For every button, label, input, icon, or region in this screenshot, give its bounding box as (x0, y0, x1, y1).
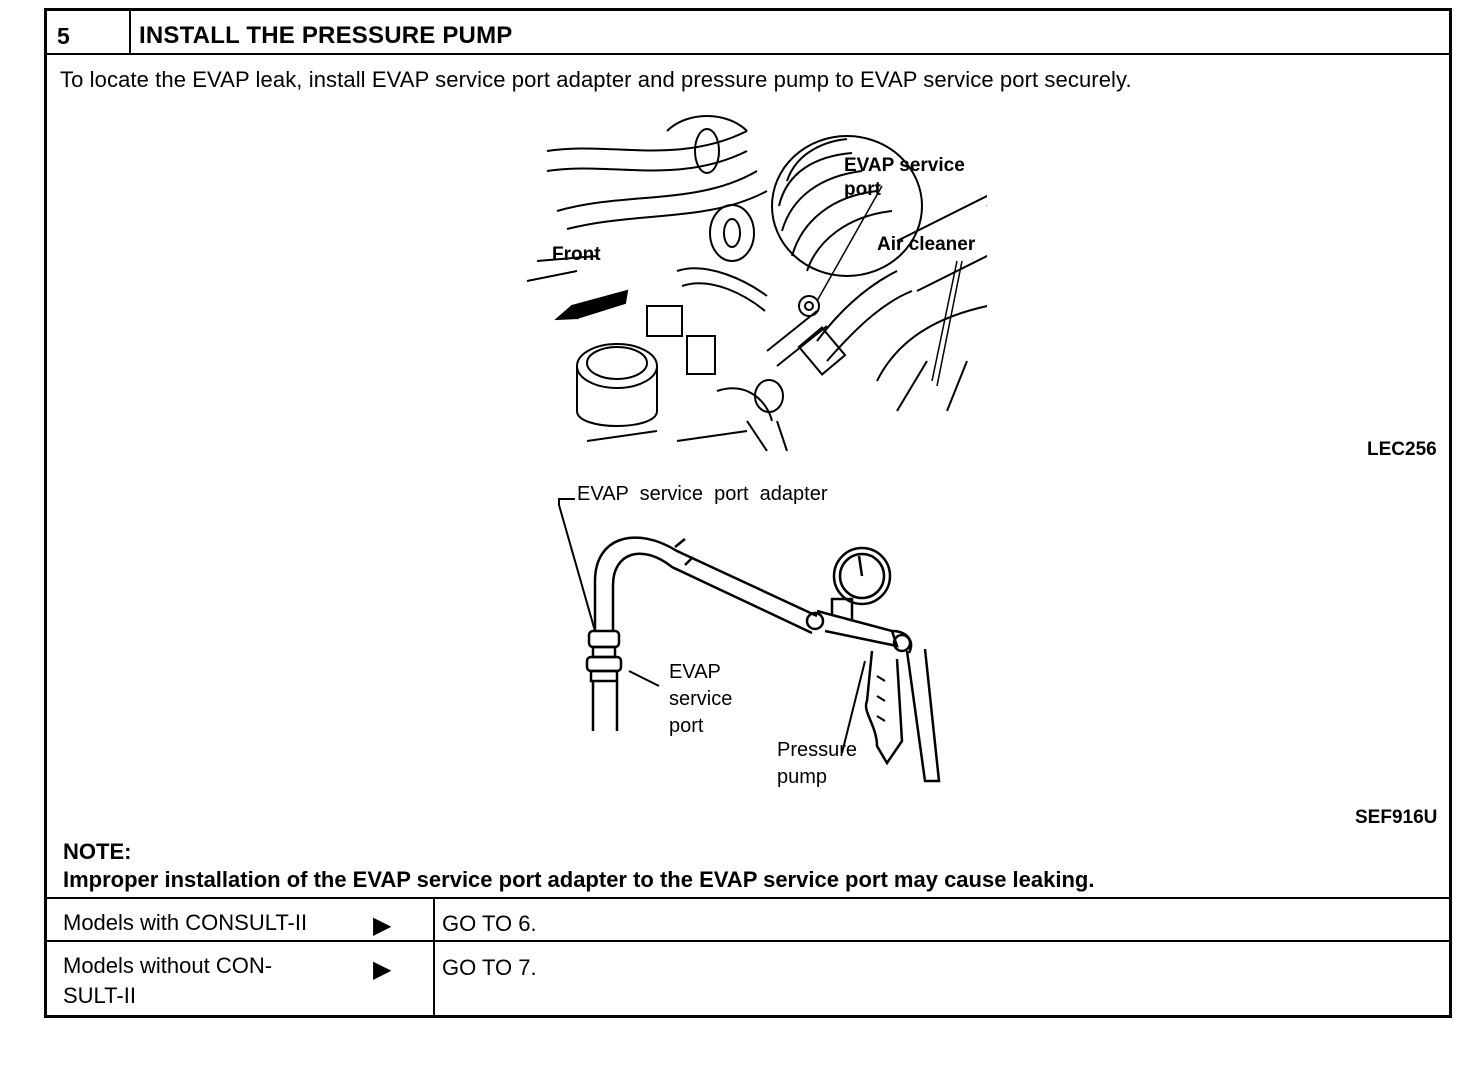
figure-code-sef916u: SEF916U (1355, 807, 1438, 828)
note-text: Improper installation of the EVAP servic… (63, 867, 1095, 892)
note-heading: NOTE: (63, 839, 132, 864)
label-adapter: EVAP service port adapter (577, 483, 828, 505)
action-go-to-6: GO TO 6. (442, 911, 537, 936)
label-pressure-pump: Pressure pump (777, 739, 858, 788)
label-service-port: EVAP service port (669, 661, 733, 737)
label-air-cleaner: Air cleaner (877, 234, 976, 255)
arrow-icon: ▶ (373, 956, 392, 983)
arrow-icon: ▶ (373, 912, 392, 939)
step-title: INSTALL THE PRESSURE PUMP (131, 11, 1449, 55)
pressure-pump-illustration (558, 498, 941, 783)
instruction-text: To locate the EVAP leak, install EVAP se… (60, 67, 1132, 92)
condition-consult-ii: Models with CONSULT-II (63, 910, 308, 935)
row-divider (47, 940, 1449, 942)
column-divider (433, 897, 435, 1015)
figure-code-lec256: LEC256 (1367, 439, 1437, 460)
step-number: 5 (47, 11, 131, 55)
condition-without-consult-ii: Models without CON- SULT-II (63, 953, 273, 1008)
label-front: Front (552, 244, 601, 265)
procedure-table: 5 INSTALL THE PRESSURE PUMP To locate th… (44, 8, 1452, 1018)
action-go-to-7: GO TO 7. (442, 955, 537, 980)
label-evap-service-port: EVAP service port (844, 155, 965, 200)
engine-bay-illustration (526, 115, 987, 451)
row-divider (47, 897, 1449, 899)
